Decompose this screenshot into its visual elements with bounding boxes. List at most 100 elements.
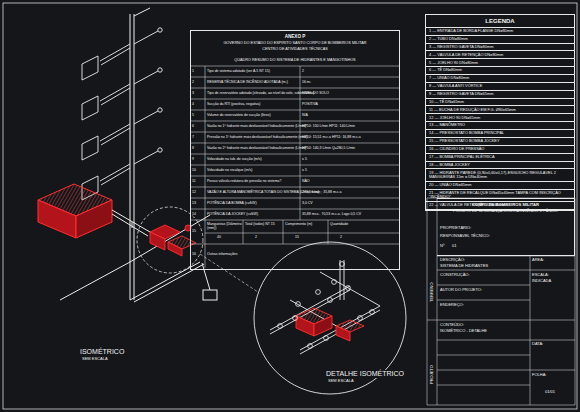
table-value: 35,88 mca - 70,53 m.c.a. Logo 0,5 CV [302,212,361,216]
legend-entry: 1 — ENTRADA DE BORDA FLANGE DN=80mm [426,28,574,36]
title-field: Nº [440,244,444,249]
legend-entry: 18 — BOMBA JOCKEY [426,162,574,170]
legend-entry: 20 — UNIÃO DN=65mm [426,182,574,190]
detail-pumps [296,308,364,341]
reservoir-tank [38,184,112,238]
table-value: ≤ 5 [302,157,307,161]
detail-circle [254,242,406,394]
title-field: PROPRIETÁRIO: [440,226,471,231]
legend-entry: 11 — BUCHA DE REDUÇÃO EM F.G. Ø80x65mm [426,106,574,114]
detail-valves [278,262,375,349]
table-value: HP10: 140,3 L/min Q=280,5 L/min [302,146,355,150]
heading-text: ANEXO P [191,34,399,39]
title-field: AUTOR DO PROJETO: [440,288,482,293]
table-cell: POTÊNCIA DA BOMBA (cv/kW) [207,201,257,205]
row-number: 12 [192,190,196,194]
title-field: 01/01 [545,390,555,395]
title-field: RESPONSÁVEL TÉCNICO: [440,234,490,239]
table-value: NÍVEL DO SOLO [302,91,329,95]
heading-text: PROJETO DE SEGURANÇA CONTRA INCÊNDIO E P… [437,209,574,213]
table-grid [190,66,575,405]
legend-entry: 16 — CILINDRO DE PRESSÃO [426,146,574,154]
table-header: Comprimento (m) [285,222,328,226]
table-value: 15 [295,235,299,239]
detail-piping [270,260,380,354]
legend-box: LEGENDA 1 — ENTRADA DE BORDA FLANGE DN=80… [425,14,575,211]
legend-entry: 4 — VÁLVULA DE RETENÇÃO DN=80mm [426,51,574,59]
legend-entry: 7 — UNIÃO DN=80mm [426,75,574,83]
table-value: 2 [302,69,304,73]
row-number: 1 [192,69,194,73]
table-value: N/A [302,113,308,117]
row-number: 16 [192,252,196,256]
legend-entry: 8 — VÁLVULA ANTI VÓRTICE [426,83,574,91]
title-field: INDICADA [532,279,551,284]
legend-entry: 21 — HIDRANTE DE RECALQUE DN=65x40mm TAM… [426,190,574,202]
hydrant-branches [82,28,162,200]
row-number: 9 [192,157,194,161]
title-field: ISOMÉTRICO - DETALHE [440,329,487,334]
table-cell: Velocidade no recalque (m/s) [207,168,252,172]
table-cell: RESERVA TÉCNICA DE INCÊNDIO ADOTADA (m³) [207,80,288,84]
title-field: 01 [452,244,456,249]
table-header: Mangueiras (Diâmetro (mm)) [207,222,243,230]
row-number: 10 [192,168,196,172]
detail-marker-circle [137,207,203,273]
title-field: ENDEREÇO: [440,303,464,308]
heading-text: GOVERNO DO ESTADO DO ESPÍRITO SANTO CORP… [191,41,399,45]
scale-note: SEM ESCALA [82,357,108,362]
row-number: 5 [192,113,194,117]
heading-text: LEGENDA [426,18,574,25]
title-field: DESCRIÇÃO: [440,258,465,263]
table-cell: Vazão no 2º hidrante mais desfavorável h… [207,146,306,150]
heading-text: CORPO DE BOMBEIROS MILITAR [437,203,574,208]
row-number: 15 [192,229,196,233]
row-number: 7 [192,135,194,139]
table-value: 16 m³ [302,80,311,84]
table-value: ≤ 5 [302,168,307,172]
heading-text: CENTRO DE ATIVIDADES TÉCNICAS [191,47,399,51]
table-cell: Sucção da RTI (positiva, negativa) [207,102,260,106]
legend-entry: 5 — JOELHO 90 DN=80mm [426,59,574,67]
row-number: 3 [192,91,194,95]
view-title: ISOMÉTRICO [80,348,124,356]
strip-label: PROJETO [430,365,435,384]
table-cell: Volume do reservatório de sucção (litros… [207,113,271,117]
table-header: Quantidade [330,222,398,226]
legend-entry: 12 — JOELHO 90 DN=65mm [426,114,574,122]
legend-entry: 17 — BOMBA PRINCIPAL ELÉTRICA [426,154,574,162]
table-value: 40 [217,235,221,239]
table-cell: Tipo de reservatório adotado (elevado, a… [207,91,314,95]
row-number: 8 [192,146,194,150]
table-value: HP10: 15,51 m.c.a HP11: 16,88 m.c.a [302,135,361,139]
legend-entry: 19 — HIDRANTE PAREDE (0,90x0,60x0,17)-ES… [426,169,574,181]
table-cell: Velocidade na tub. de sucção (m/s) [207,157,262,161]
title-field: ÁREA: [532,258,544,263]
suction-pipe [112,210,150,236]
row-number: 14 [192,212,196,216]
table-header: Total (todos) NT 15 [245,222,283,226]
row-number: 13 [192,201,196,205]
table-value: POSITIVA [302,102,318,106]
legend-entry: 10 — TÊ DN=65mm [426,99,574,107]
table-value: 3,0 CV [302,201,313,205]
table-cell: POTÊNCIA DA JOCKEY (cv/kW) [207,212,258,216]
legend-entry: 13 — MANÔMETRO [426,122,574,130]
legend-entry: 6 — TÊ DN=80mm [426,67,574,75]
row-number: 4 [192,102,194,106]
title-field: FOLHA: [532,373,546,378]
strip-label: TERRENO [430,282,435,302]
scale-note: SEM ESCALA [327,379,355,384]
riser-pipe [60,8,217,302]
table-cell: Outras informações [207,252,238,256]
table-value: NÃO [302,179,310,183]
title-field: DATA: [532,342,543,347]
row-number: 2 [192,80,194,84]
legend-list: 1 — ENTRADA DE BORDA FLANGE DN=80mm2 — T… [426,27,574,210]
view-title: DETALHE ISOMÉTRICO [325,370,405,378]
table-value: 273,3 L/min ; 35,88 m.c.a [302,190,342,194]
table-value: 2 [255,235,257,239]
table-cell: Possui válvula redutora de pressão no si… [207,179,282,183]
detail-leader [200,254,258,292]
